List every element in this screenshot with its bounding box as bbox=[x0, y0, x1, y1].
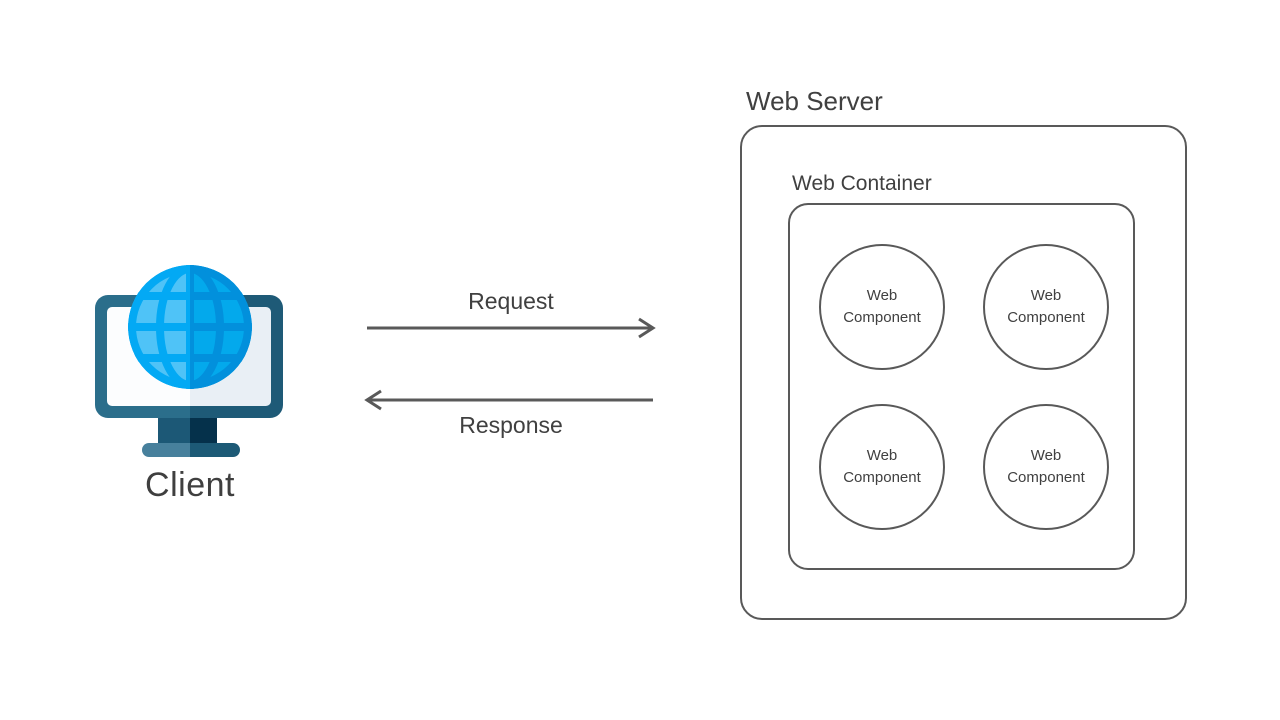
web-component-circle: Web Component bbox=[983, 244, 1109, 370]
web-component-circle: Web Component bbox=[819, 244, 945, 370]
web-component-label: Web Component bbox=[1007, 287, 1085, 326]
response-arrow bbox=[364, 389, 653, 411]
web-component-circle: Web Component bbox=[819, 404, 945, 530]
web-component-circle: Web Component bbox=[983, 404, 1109, 530]
request-arrow bbox=[367, 317, 656, 339]
computer-globe-icon bbox=[95, 265, 283, 457]
flow-arrows bbox=[364, 317, 656, 411]
web-server-label: Web Server bbox=[746, 86, 883, 116]
web-component-label: Web Component bbox=[843, 447, 921, 486]
web-component-label: Web Component bbox=[1007, 447, 1085, 486]
web-container-label: Web Container bbox=[792, 172, 932, 195]
web-component-label: Web Component bbox=[843, 287, 921, 326]
response-label: Response bbox=[459, 412, 563, 438]
request-label: Request bbox=[468, 288, 554, 314]
client-label: Client bbox=[145, 466, 235, 504]
